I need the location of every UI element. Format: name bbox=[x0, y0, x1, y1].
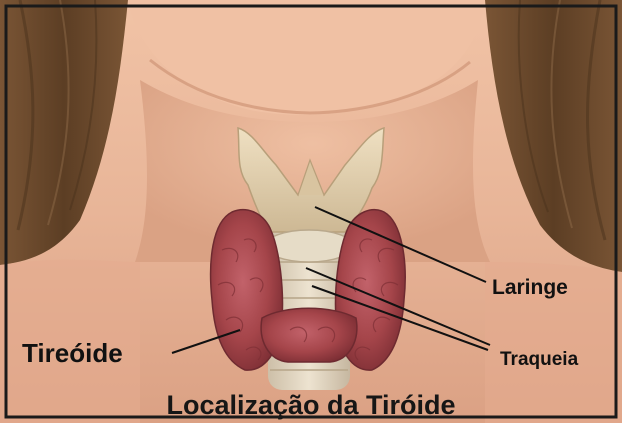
label-tireoide: Tireóide bbox=[22, 340, 123, 366]
diagram-title: Localização da Tiróide bbox=[0, 392, 622, 419]
label-laringe: Laringe bbox=[492, 277, 568, 298]
label-traqueia: Traqueia bbox=[500, 350, 578, 369]
